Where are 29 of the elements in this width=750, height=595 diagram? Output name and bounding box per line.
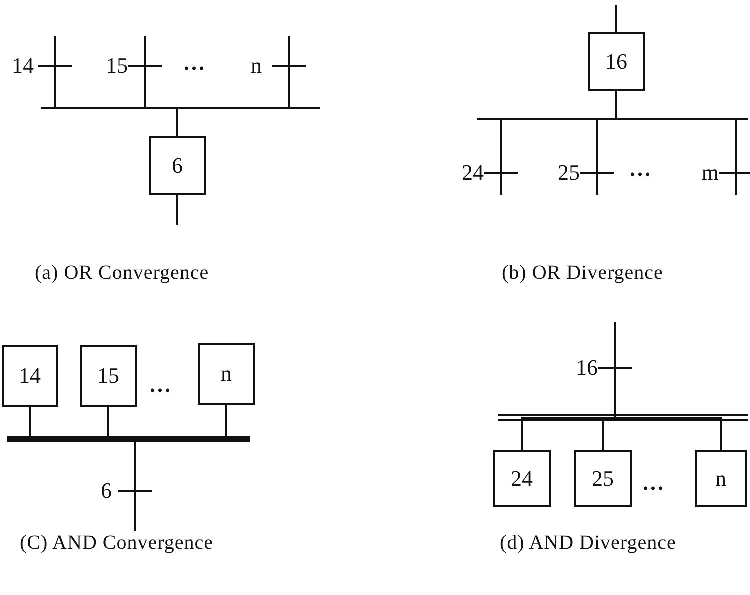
step-box: 16 — [588, 32, 645, 91]
flow-line — [616, 5, 618, 32]
caption: (d) AND Divergence — [500, 532, 676, 555]
flow-line — [614, 414, 722, 450]
ellipsis: ... — [150, 372, 172, 398]
transition: 6 — [101, 450, 152, 531]
caption: (C) AND Convergence — [20, 532, 214, 555]
ellipsis: ... — [184, 50, 206, 76]
ellipsis: ... — [630, 156, 652, 182]
ellipsis: ... — [643, 470, 666, 496]
transition: 16 — [576, 322, 632, 414]
flow-line — [176, 96, 290, 136]
flow-line — [176, 195, 178, 225]
transition: 24 — [462, 150, 518, 195]
transition: n — [251, 36, 306, 96]
caption: (a) OR Convergence — [35, 262, 210, 285]
caption: (b) OR Divergence — [502, 262, 664, 285]
step-box: 6 — [149, 136, 206, 195]
step-box: n — [695, 450, 747, 507]
step-box: 24 — [493, 450, 551, 507]
transition: 14 — [12, 36, 72, 96]
transition: 25 — [558, 150, 614, 195]
transition: m — [702, 150, 750, 195]
step-box: 15 — [80, 345, 137, 407]
step-box: 25 — [574, 450, 632, 507]
step-box: n — [198, 343, 255, 405]
step-box: 14 — [2, 345, 58, 407]
flow-line — [616, 91, 737, 150]
transition: 15 — [106, 36, 162, 96]
